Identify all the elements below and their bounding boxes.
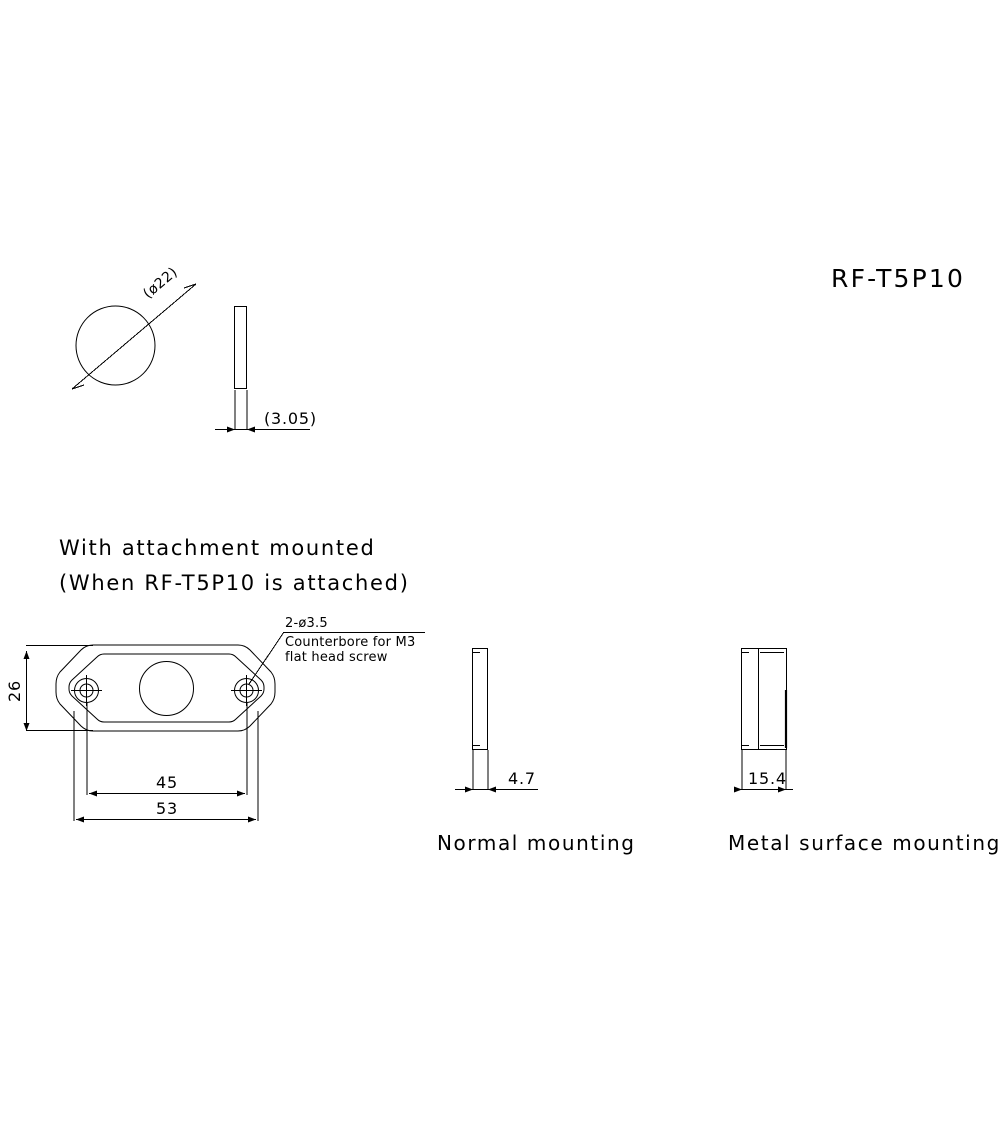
dimension-arrow-left: [227, 426, 235, 433]
counterbore-leader-line: [248, 631, 285, 685]
hole-pitch-dimension: 45: [86, 702, 248, 797]
counterbore-note-line-2: flat head screw: [285, 650, 388, 665]
metal-thickness-label: 15.4: [748, 769, 787, 788]
counterbore-note: 2-ø3.5 Counterbore for M3 flat head scre…: [248, 616, 425, 685]
metal-mount-plate-slab: [741, 648, 759, 750]
width-arrow-left: [76, 816, 84, 823]
hole-pitch-label: 45: [156, 773, 178, 792]
overall-width-label: 53: [156, 799, 178, 818]
attachment-side-view: (3.05): [215, 306, 317, 433]
normal-mounting-body: [472, 648, 488, 750]
diameter-leader-barb-lower: [71, 384, 85, 390]
pitch-arrow-left: [89, 790, 97, 797]
normal-dim-arrow-left: [465, 786, 473, 793]
height-arrow-top: [23, 651, 30, 659]
normal-mounting-caption: Normal mounting: [437, 831, 636, 855]
metal-mounting-caption: Metal surface mounting: [728, 831, 1000, 855]
counterbore-note-title: 2-ø3.5: [285, 616, 328, 631]
diameter-leader-line: [71, 283, 197, 390]
height-dim-label: 26: [5, 680, 24, 702]
height-dimension: 26: [5, 645, 93, 731]
screw-hole-left: [71, 675, 102, 706]
plate-inner-outline: [68, 653, 265, 723]
attachment-face-view: (ø22): [71, 264, 197, 390]
diameter-leader-barb-upper: [183, 283, 197, 289]
metal-mount-body-slab: [758, 648, 787, 750]
metal-dim-arrow-right: [778, 786, 786, 793]
screw-hole-right: [231, 675, 262, 706]
attachment-diameter-label: (ø22): [140, 264, 181, 302]
pitch-arrow-right: [237, 790, 245, 797]
dimension-arrow-right: [247, 426, 255, 433]
assembly-heading-line-2: (When RF-T5P10 is attached): [59, 571, 410, 595]
metal-dim-arrow-left: [734, 786, 742, 793]
part-number-title: RF-T5P10: [831, 264, 965, 293]
normal-mounting-view: 4.7 Normal mounting: [437, 648, 636, 855]
attachment-side-body: [234, 306, 247, 389]
central-boss-circle: [139, 661, 194, 716]
normal-thickness-label: 4.7: [508, 769, 536, 788]
normal-dim-arrow-right: [488, 786, 496, 793]
width-arrow-right: [248, 816, 256, 823]
height-arrow-bottom: [23, 723, 30, 731]
metal-surface-mounting-view: 15.4 Metal surface mounting: [728, 648, 1000, 855]
attachment-outer-circle: [75, 305, 156, 386]
assembly-heading-line-1: With attachment mounted: [59, 536, 376, 560]
attachment-thickness-label: (3.05): [264, 409, 317, 428]
overall-width-dimension: 53: [73, 711, 259, 823]
counterbore-note-line-1: Counterbore for M3: [285, 635, 415, 650]
assembly-front-view: 26 45 53: [5, 616, 425, 823]
plate-outline: [55, 644, 276, 732]
